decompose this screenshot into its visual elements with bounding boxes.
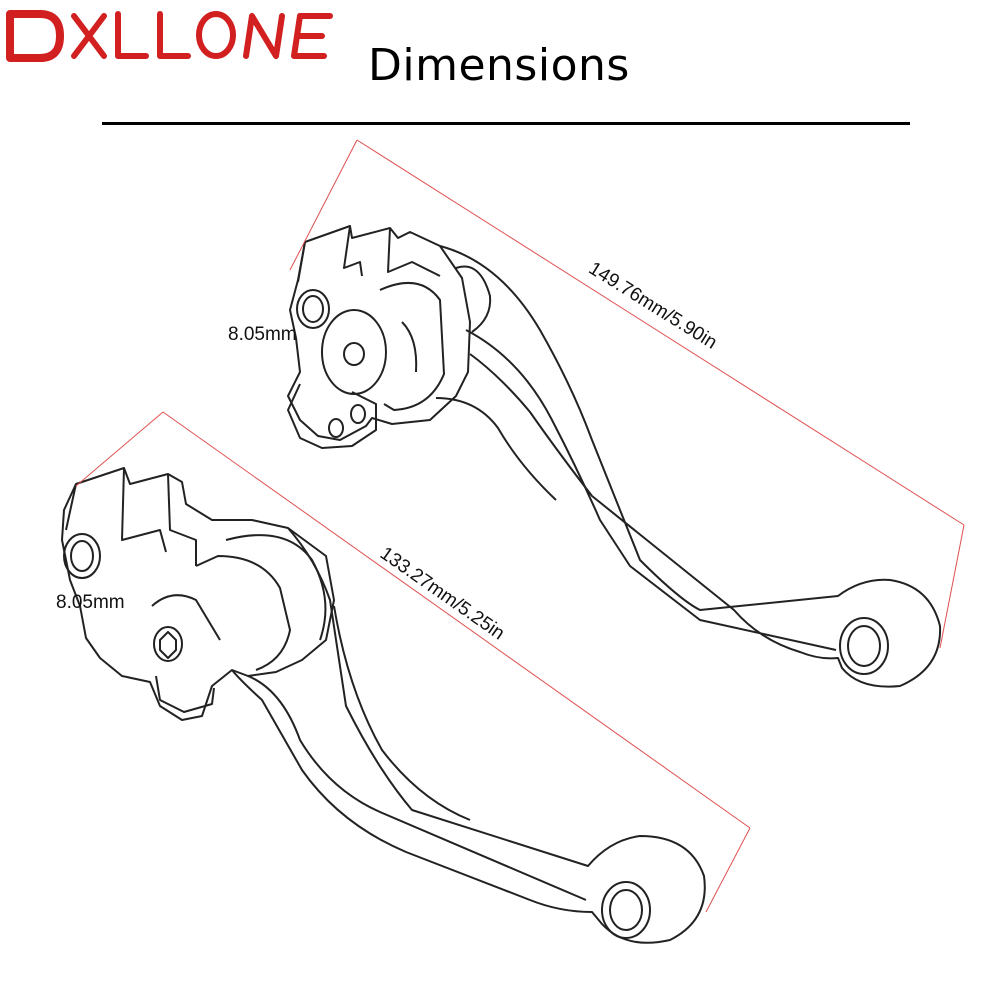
brand-logo [6, 10, 333, 62]
lower-hole-label: 8.05mm [56, 592, 125, 613]
upper-hole-label: 8.05mm [228, 324, 297, 345]
upper-lever-outline [287, 225, 942, 688]
header-divider [102, 122, 910, 125]
page-title: Dimensions [368, 40, 630, 91]
lower-lever-outline [61, 467, 706, 944]
lower-length-dimension [75, 411, 751, 913]
upper-length-dimension [289, 139, 965, 649]
